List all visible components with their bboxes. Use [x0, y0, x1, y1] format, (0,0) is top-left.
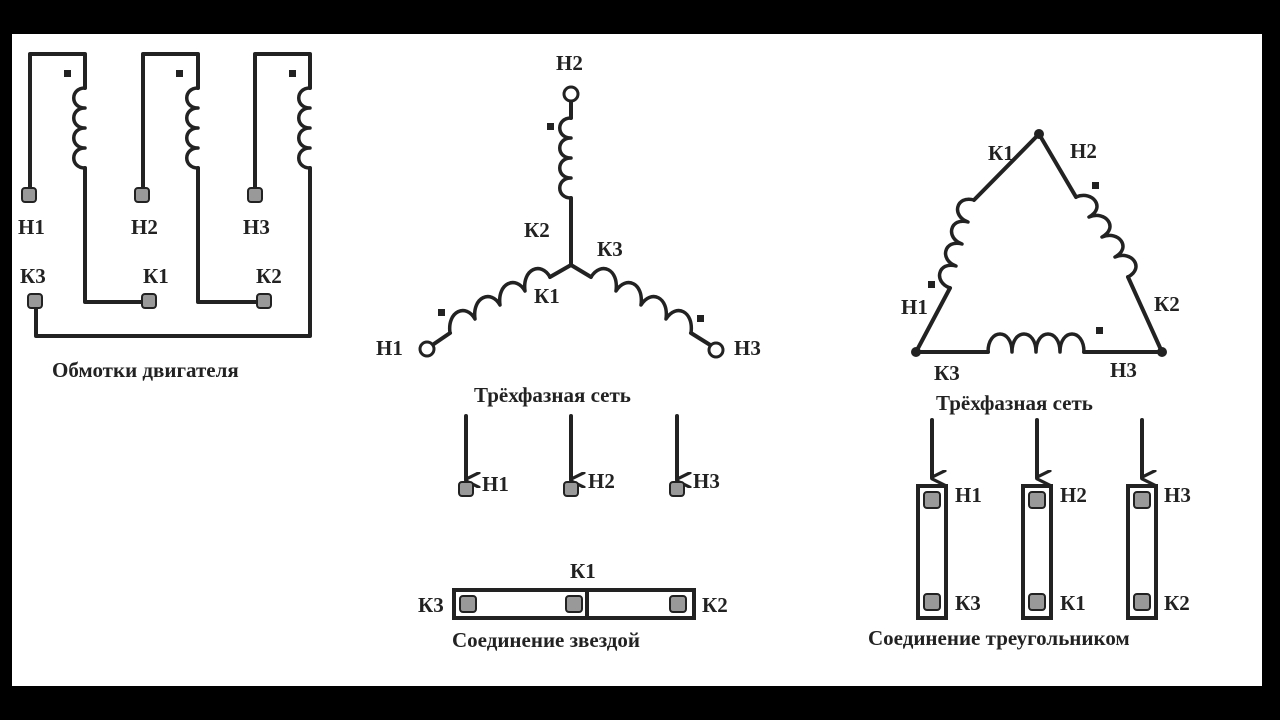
motor-windings-diagram: Н1 Н2 Н3 К3 К1 К2 Обмотки двигателя [18, 52, 312, 382]
terminal-screw-icon [1028, 593, 1046, 611]
windings-caption: Обмотки двигателя [52, 358, 239, 382]
inductor-coil-icon [558, 116, 573, 200]
inductor-coil-icon [589, 266, 693, 335]
terminal-screw-icon [458, 481, 474, 497]
star-connection-diagram: Н2 К2 К3 К1 Н1 Н3 Трёхфазная сеть Н1 Н2 … [376, 51, 761, 652]
inductor-coil-icon [297, 86, 312, 170]
star-network-caption: Трёхфазная сеть [474, 383, 631, 407]
star-input-n2: Н2 [588, 469, 615, 493]
terminal-screw-icon [669, 595, 687, 613]
inductor-coil-icon [937, 197, 976, 290]
star-input-n3: Н3 [693, 469, 720, 493]
delta-col2-top: Н2 [1060, 483, 1087, 507]
terminal-screw-icon [1133, 593, 1151, 611]
terminal-screw-icon [459, 595, 477, 613]
diagram-board [12, 34, 1262, 686]
delta-network-caption: Трёхфазная сеть [936, 391, 1093, 415]
delta-connection-diagram: К1 Н2 Н1 К2 К3 Н3 Трёхфазная сеть Н1 К3 … [868, 129, 1191, 650]
star-bar-label-left: К3 [418, 593, 444, 617]
terminal-screw-icon [563, 481, 579, 497]
terminal-screw-icon [669, 481, 685, 497]
terminal-screw-icon [256, 293, 272, 309]
star-input-n1: Н1 [482, 472, 509, 496]
label-n3: Н3 [243, 215, 270, 239]
delta-col2-bottom: К1 [1060, 591, 1086, 615]
label-n2: Н2 [131, 215, 158, 239]
terminal-screw-icon [923, 593, 941, 611]
star-bar-label-right: К2 [702, 593, 728, 617]
delta-label-top-right: Н2 [1070, 139, 1097, 163]
inductor-coil-icon [1074, 193, 1138, 279]
delta-col3-bottom: К2 [1164, 591, 1190, 615]
star-label-top: Н2 [556, 51, 583, 75]
terminal-screw-icon [27, 293, 43, 309]
label-n1: Н1 [18, 215, 45, 239]
star-label-center: К1 [534, 284, 560, 308]
terminal-screw-icon [565, 595, 583, 613]
terminal-screw-icon [21, 187, 37, 203]
inductor-coil-icon [986, 332, 1086, 354]
terminal-screw-icon [134, 187, 150, 203]
terminal-screw-icon [923, 491, 941, 509]
inductor-coil-icon [448, 266, 552, 335]
delta-caption: Соединение треугольником [868, 626, 1130, 650]
star-label-left: Н1 [376, 336, 403, 360]
star-label-right: Н3 [734, 336, 761, 360]
delta-label-bottom-left: К3 [934, 361, 960, 385]
terminal-screw-icon [1133, 491, 1151, 509]
label-k2: К2 [256, 264, 282, 288]
delta-label-bottom-right: Н3 [1110, 358, 1137, 382]
delta-col1-bottom: К3 [955, 591, 981, 615]
star-label-right-inner: К3 [597, 237, 623, 261]
inductor-coil-icon [72, 86, 87, 170]
delta-label-top-left: К1 [988, 141, 1014, 165]
terminal-screw-icon [141, 293, 157, 309]
label-k3: К3 [20, 264, 46, 288]
label-k1: К1 [143, 264, 169, 288]
delta-label-left: Н1 [901, 295, 928, 319]
terminal-screw-icon [1028, 491, 1046, 509]
delta-label-right: К2 [1154, 292, 1180, 316]
delta-col3-top: Н3 [1164, 483, 1191, 507]
star-bar-label-middle: К1 [570, 559, 596, 583]
delta-col1-top: Н1 [955, 483, 982, 507]
star-label-top-inner: К2 [524, 218, 550, 242]
terminal-screw-icon [247, 187, 263, 203]
star-caption: Соединение звездой [452, 628, 640, 652]
inductor-coil-icon [185, 86, 200, 170]
